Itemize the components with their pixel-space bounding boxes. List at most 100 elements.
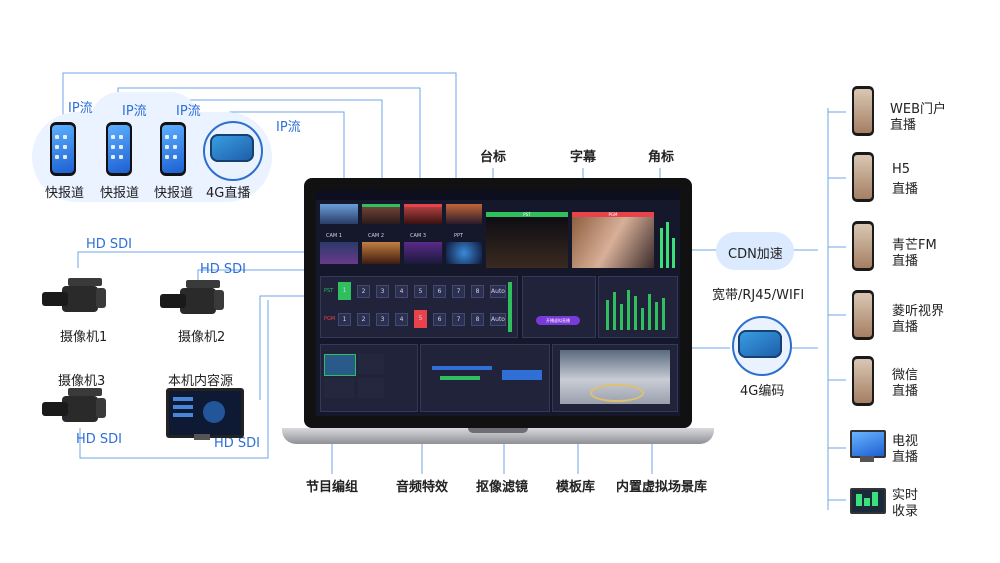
hd-sdi-label: HD SDI bbox=[200, 262, 247, 277]
pst-preview: PST bbox=[486, 212, 568, 268]
timeline-track bbox=[440, 376, 480, 380]
pgm-bus-button[interactable]: 2 bbox=[357, 313, 370, 326]
mixer-channel-meter bbox=[648, 294, 651, 330]
overlay-panel bbox=[522, 276, 596, 338]
pst-bus-button[interactable]: 8 bbox=[471, 285, 484, 298]
tv-stand bbox=[860, 456, 874, 462]
audio-meters bbox=[658, 212, 676, 268]
pst-bus-button[interactable]: 1 bbox=[338, 282, 351, 300]
auto-transition-button[interactable]: Auto bbox=[490, 313, 506, 326]
pst-bus-button[interactable]: 4 bbox=[395, 285, 408, 298]
phone-label: 快报道 bbox=[154, 186, 194, 201]
multiview-thumb bbox=[320, 242, 358, 264]
destination-type: 直播 bbox=[892, 384, 919, 399]
destination-type: 直播 bbox=[892, 182, 919, 197]
destination-name: WEB门户 bbox=[890, 102, 946, 117]
ip-flow-label: IP流 bbox=[176, 104, 201, 119]
destination-name: 菱听视界 bbox=[892, 304, 945, 319]
virtual-scene-preview bbox=[560, 350, 670, 404]
camera-label: 摄像机3 bbox=[58, 374, 106, 389]
mixer-channel-meter bbox=[634, 296, 637, 330]
pgm-program: PGM bbox=[572, 212, 654, 268]
timeline-track bbox=[432, 366, 492, 370]
mixer-channel-meter bbox=[655, 302, 658, 330]
pst-label: PST bbox=[324, 288, 334, 294]
callout-station-logo: 台标 bbox=[480, 150, 507, 165]
mixer-channel-meter bbox=[620, 304, 623, 330]
ip-flow-label: IP流 bbox=[276, 120, 301, 135]
phone-label: 快报道 bbox=[100, 186, 140, 201]
encoder-device-icon bbox=[210, 134, 254, 162]
pgm-bus-button[interactable]: 8 bbox=[471, 313, 484, 326]
pst-bus-button[interactable]: 2 bbox=[357, 285, 370, 298]
mixer-channel-meter bbox=[606, 300, 609, 330]
cdn-cloud bbox=[716, 232, 794, 270]
camera-label: 摄像机1 bbox=[60, 330, 108, 345]
phone-icon bbox=[852, 86, 874, 136]
phone-icon bbox=[852, 356, 874, 406]
camera-icon bbox=[42, 388, 112, 428]
mixer-channel-meter bbox=[641, 308, 644, 330]
destination-name: H5 bbox=[892, 162, 911, 177]
pst-bar: PST bbox=[486, 212, 568, 217]
pgm-bar: PGM bbox=[572, 212, 654, 217]
destination-type: 收录 bbox=[892, 504, 919, 519]
camera-icon bbox=[160, 280, 230, 320]
destination-type: 直播 bbox=[892, 320, 919, 335]
live-4g-label: 4G直播 bbox=[206, 186, 251, 201]
phone-icon bbox=[852, 290, 874, 340]
phone-icon bbox=[50, 122, 76, 176]
cam-label: CAM 3 bbox=[410, 233, 426, 239]
destination-type: 直播 bbox=[892, 254, 919, 269]
cdn-label: CDN加速 bbox=[728, 247, 783, 262]
pst-bus-button[interactable]: 5 bbox=[414, 285, 427, 298]
pst-bus-button[interactable]: 7 bbox=[452, 285, 465, 298]
destination-name: 电视 bbox=[892, 434, 919, 449]
hd-sdi-label: HD SDI bbox=[214, 436, 261, 451]
program-group-thumb bbox=[324, 354, 356, 376]
recorder-icon bbox=[850, 488, 886, 514]
pgm-bus-button[interactable]: 3 bbox=[376, 313, 389, 326]
pgm-bus-button[interactable]: 7 bbox=[452, 313, 465, 326]
multiview-thumb bbox=[446, 204, 482, 224]
multiview-thumb bbox=[446, 242, 482, 264]
auto-transition-button[interactable]: Auto bbox=[490, 285, 506, 298]
program-group-thumb bbox=[358, 354, 384, 374]
destination-name: 实时 bbox=[892, 488, 919, 503]
audio-mixer bbox=[598, 276, 678, 338]
multiview-thumb bbox=[404, 204, 442, 224]
go-live-button[interactable]: 开播虚拟直播 bbox=[536, 316, 580, 325]
mixer-channel-meter bbox=[613, 292, 616, 330]
t-bar-fader[interactable] bbox=[508, 282, 512, 332]
pgm-label: PGM bbox=[324, 316, 336, 322]
timeline-track bbox=[502, 370, 542, 380]
destination-type: 直播 bbox=[892, 450, 919, 465]
local-source-label: 本机内容源 bbox=[168, 374, 234, 389]
pst-bus-button[interactable]: 6 bbox=[433, 285, 446, 298]
destination-type: 直播 bbox=[890, 118, 917, 133]
mixer-channel-meter bbox=[662, 298, 665, 330]
destination-name: 微信 bbox=[892, 368, 919, 383]
callout-keying-filters: 抠像滤镜 bbox=[476, 480, 529, 495]
multiview-thumb bbox=[362, 242, 400, 264]
pgm-bus-button[interactable]: 1 bbox=[338, 313, 351, 326]
callout-virtual-scene-library: 内置虚拟场景库 bbox=[616, 480, 708, 495]
phone-icon bbox=[852, 152, 874, 202]
camera-icon bbox=[42, 278, 112, 318]
mixer-channel-meter bbox=[627, 290, 630, 330]
pgm-bus-button[interactable]: 6 bbox=[433, 313, 446, 326]
pgm-bus-button[interactable]: 4 bbox=[395, 313, 408, 326]
pst-bus-button[interactable]: 3 bbox=[376, 285, 389, 298]
screen-title-bar bbox=[316, 190, 680, 200]
multiview-thumb bbox=[404, 242, 442, 264]
network-label: 宽带/RJ45/WIFI bbox=[712, 288, 805, 303]
cam-label: PPT bbox=[454, 233, 464, 239]
cam-label: CAM 2 bbox=[368, 233, 384, 239]
pgm-bus-button[interactable]: 5 bbox=[414, 310, 427, 328]
laptop-notch bbox=[468, 428, 528, 433]
monitor-stand bbox=[194, 434, 210, 440]
program-group-thumb bbox=[324, 378, 354, 398]
phone-icon bbox=[160, 122, 186, 176]
monitor-icon bbox=[166, 388, 244, 438]
callout-subtitles: 字幕 bbox=[570, 150, 597, 165]
